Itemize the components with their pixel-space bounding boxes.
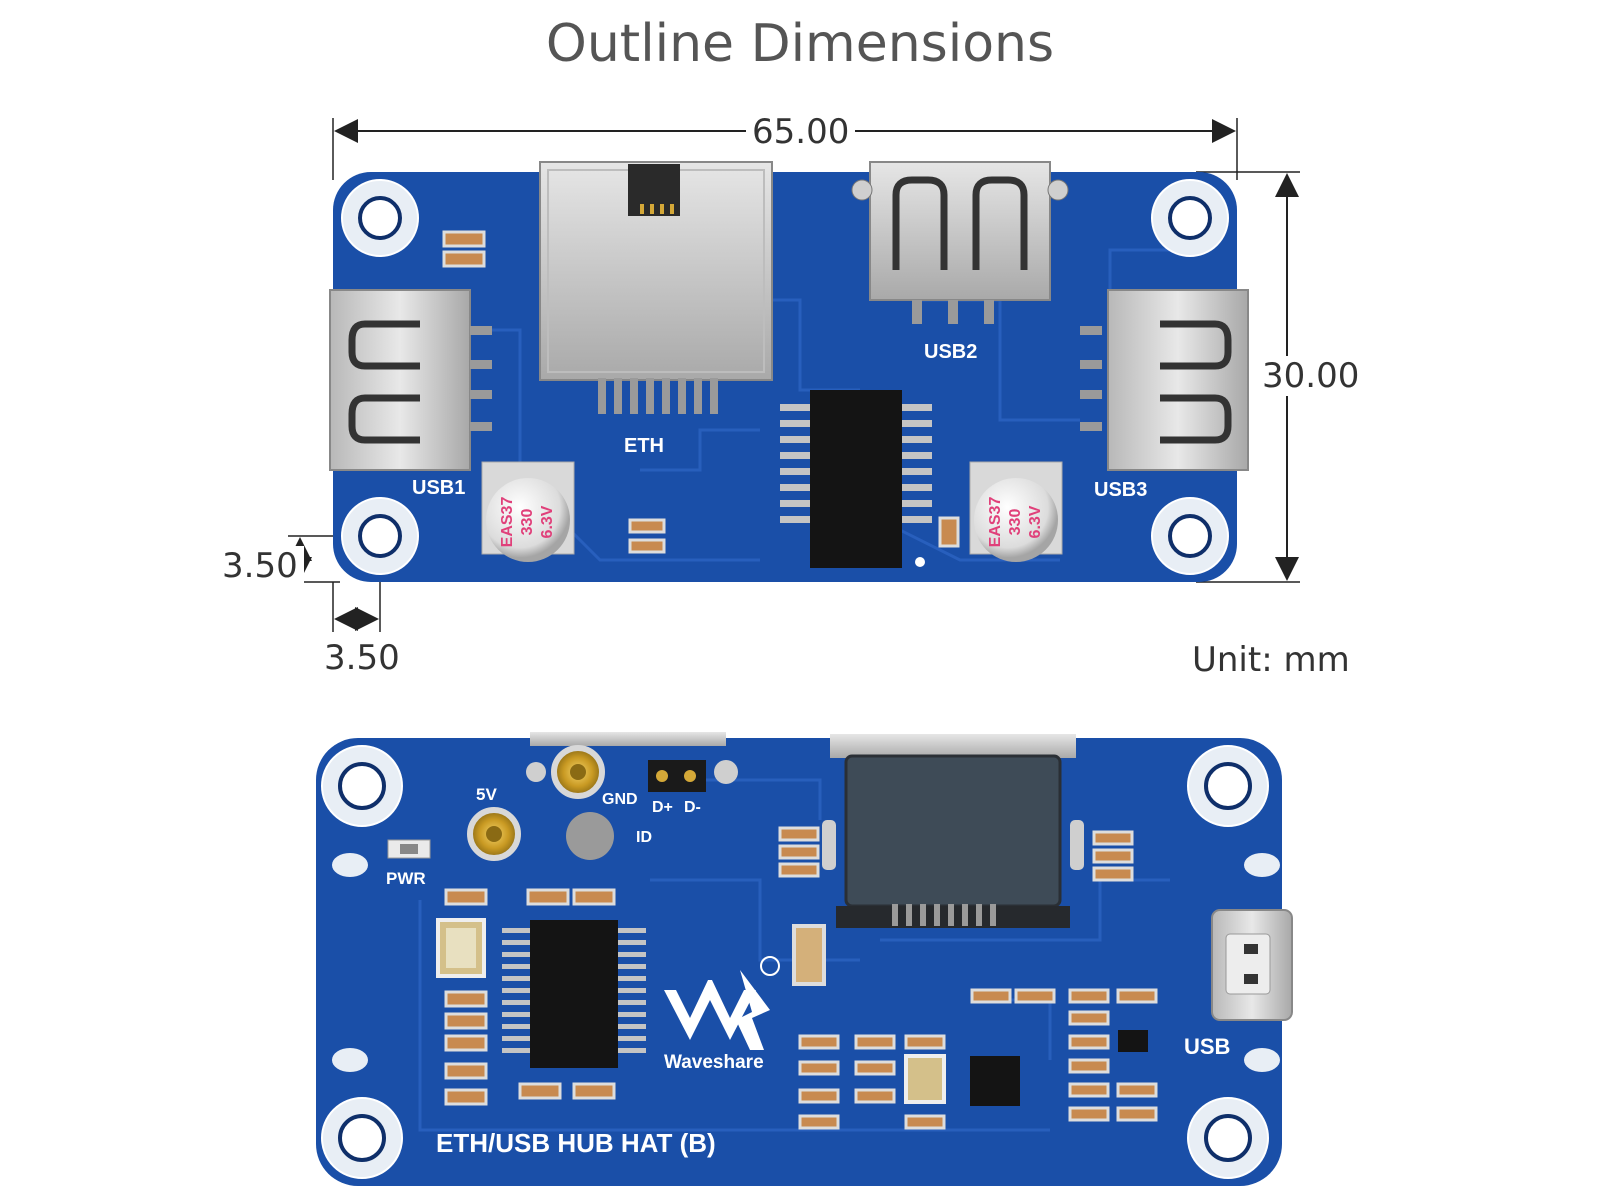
top-board: EAS37 330 6.3V EAS37 330 6.3V ETH USB1 U… <box>329 161 1249 582</box>
capacitor-right-text-3: 6.3V <box>1027 505 1044 538</box>
hole-offset-x-label: 3.50 <box>318 638 406 678</box>
capacitor-right-text-1: EAS37 <box>987 497 1004 548</box>
capacitor-left-text-2: 330 <box>519 509 536 536</box>
unit-label: Unit: mm <box>1192 640 1350 680</box>
usb2-port <box>851 161 1069 324</box>
width-dimension-label: 65.00 <box>746 112 856 152</box>
label-5v: 5V <box>476 785 497 804</box>
bottom-board: 5V GND D+ D- ID PWR USB Waveshare ETH/US… <box>316 732 1293 1186</box>
hole-offset-y-label: 3.50 <box>216 546 304 586</box>
crystal-oscillator <box>436 918 486 978</box>
micro-usb-port <box>1211 909 1293 1021</box>
label-brand: Waveshare <box>664 1052 764 1073</box>
hub-chip <box>780 390 932 568</box>
bottom-mounting-holes <box>321 745 1280 1179</box>
label-usb3: USB3 <box>1094 479 1147 501</box>
figure-title: Outline Dimensions <box>545 14 1055 74</box>
label-id: ID <box>636 829 652 846</box>
label-dplus: D+ <box>652 799 673 816</box>
ethernet-jack <box>539 161 773 414</box>
ethernet-jack-bottom <box>822 754 1084 928</box>
smd-components <box>442 230 960 554</box>
mounting-holes <box>341 179 1229 575</box>
height-dimension-label: 30.00 <box>1256 356 1366 396</box>
capacitor-left-text-1: EAS37 <box>499 497 516 548</box>
label-product: ETH/USB HUB HAT (B) <box>436 1128 716 1158</box>
label-eth: ETH <box>624 435 664 457</box>
waveshare-logo <box>664 956 780 1050</box>
label-gnd: GND <box>602 791 638 808</box>
pogo-pins <box>467 745 614 861</box>
label-usb: USB <box>1184 1034 1230 1059</box>
smd-array <box>444 826 1158 1130</box>
capacitor-left-text-3: 6.3V <box>539 505 556 538</box>
data-header <box>526 760 738 792</box>
label-dminus: D- <box>684 799 701 816</box>
capacitor-left: EAS37 330 6.3V <box>481 461 575 562</box>
capacitor-right: EAS37 330 6.3V <box>969 461 1063 562</box>
usb3-port <box>1080 289 1249 471</box>
capacitor-right-text-2: 330 <box>1007 509 1024 536</box>
label-pwr: PWR <box>386 869 426 888</box>
label-usb2: USB2 <box>924 341 977 363</box>
usb1-port <box>329 289 492 471</box>
usb-hub-chip <box>502 920 646 1068</box>
label-usb1: USB1 <box>412 477 465 499</box>
